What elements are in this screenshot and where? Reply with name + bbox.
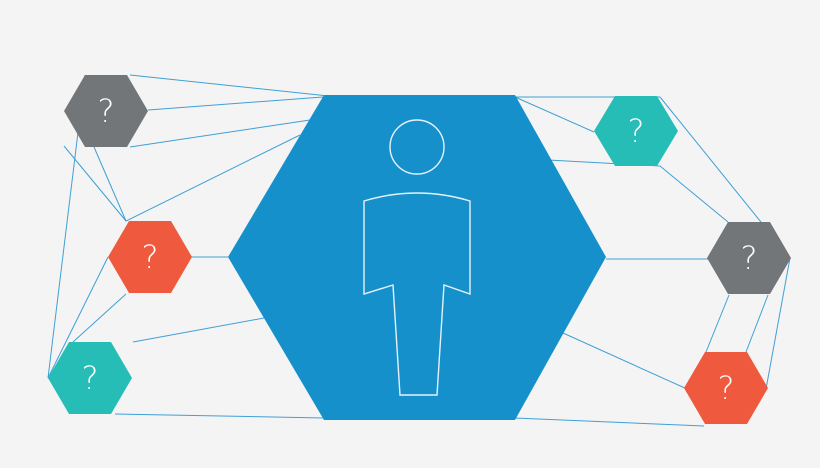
- link-line: [129, 119, 311, 148]
- center-hexagon: [228, 95, 606, 420]
- satellite-nodes: ??????: [48, 75, 791, 424]
- question-mark-label: ?: [98, 92, 115, 130]
- link-line: [745, 294, 769, 353]
- gray-hexagon: [64, 75, 148, 147]
- question-mark-label: ?: [741, 239, 758, 277]
- satellite-node-middle-left: ?: [108, 221, 192, 293]
- link-line: [765, 257, 791, 390]
- link-line: [562, 332, 688, 390]
- link-line: [129, 74, 339, 98]
- link-line: [659, 165, 729, 223]
- satellite-node-top-left: ?: [64, 75, 148, 147]
- satellite-node-top-right: ?: [594, 96, 678, 166]
- link-line: [705, 294, 730, 353]
- red-hexagon: [684, 352, 768, 424]
- teal-hexagon: [48, 342, 132, 414]
- connection-lines: [47, 74, 791, 427]
- link-line: [514, 96, 595, 133]
- link-line: [72, 293, 127, 343]
- link-line: [47, 256, 109, 379]
- question-mark-label: ?: [628, 112, 645, 150]
- link-line: [125, 134, 301, 222]
- link-line: [514, 417, 705, 427]
- satellite-node-bottom-left: ?: [48, 342, 132, 414]
- teal-hexagon: [594, 96, 678, 166]
- red-hexagon: [108, 221, 192, 293]
- question-mark-label: ?: [718, 369, 735, 407]
- link-line: [147, 96, 324, 111]
- link-line: [93, 146, 127, 222]
- center-node: [228, 95, 606, 420]
- person-head-icon: [389, 119, 445, 175]
- satellite-node-bottom-right: ?: [684, 352, 768, 424]
- satellite-node-middle-right: ?: [707, 222, 791, 294]
- link-line: [63, 145, 127, 222]
- person-body-icon: [363, 192, 471, 396]
- link-line: [114, 413, 325, 419]
- gray-hexagon: [707, 222, 791, 294]
- person-silhouette-icon: [363, 119, 471, 396]
- question-mark-label: ?: [82, 359, 99, 397]
- link-line: [132, 317, 265, 343]
- question-mark-label: ?: [142, 238, 159, 276]
